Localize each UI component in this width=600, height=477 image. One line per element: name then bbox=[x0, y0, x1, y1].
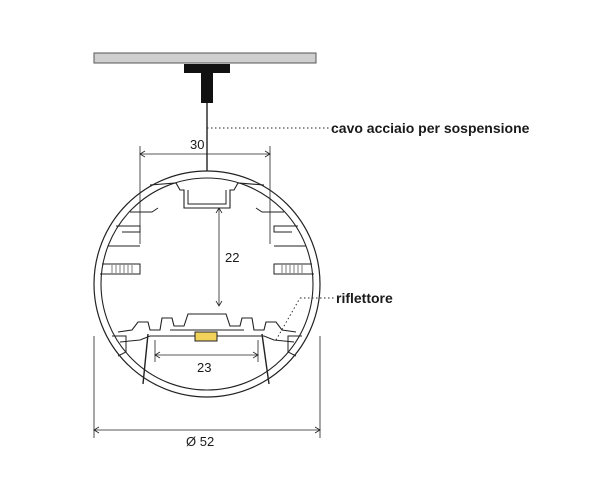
ceiling-plate bbox=[93, 52, 317, 64]
left-ribs bbox=[100, 207, 159, 275]
top-channel-inner bbox=[187, 190, 227, 205]
reflector-leader-line bbox=[275, 297, 301, 341]
dim-height bbox=[215, 207, 223, 307]
dim-height-label: 22 bbox=[225, 250, 239, 265]
top-channel bbox=[149, 182, 265, 209]
led-chip bbox=[194, 331, 218, 342]
dim-inner-width bbox=[154, 340, 259, 362]
dim-top-width bbox=[139, 146, 271, 244]
dim-top-width-label: 30 bbox=[190, 137, 204, 152]
dim-inner-width-label: 23 bbox=[197, 360, 211, 375]
ceiling-mount bbox=[184, 64, 230, 103]
dim-diameter-label: Ø 52 bbox=[186, 434, 214, 449]
lower-ring-details bbox=[112, 335, 302, 357]
cable-callout: cavo acciaio per sospensione bbox=[331, 120, 530, 136]
reflector-callout: riflettore bbox=[336, 290, 393, 306]
thread-hatching bbox=[111, 265, 303, 273]
led-carrier bbox=[117, 313, 297, 333]
right-ribs bbox=[255, 207, 314, 275]
dim-diameter bbox=[93, 336, 321, 438]
reflector bbox=[142, 333, 270, 385]
